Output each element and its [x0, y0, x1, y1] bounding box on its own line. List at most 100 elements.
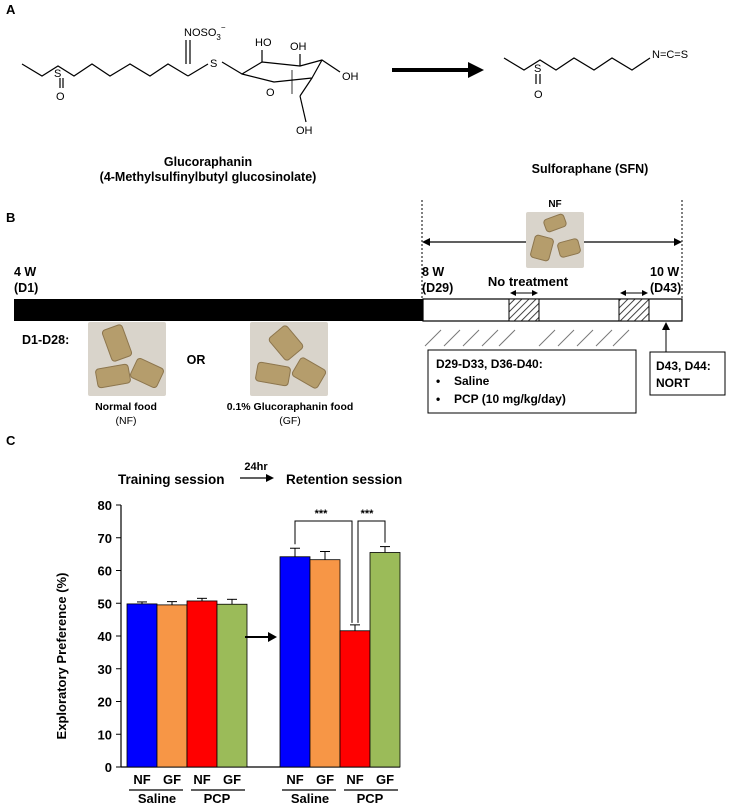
- bar-gf-saline: [156, 604, 188, 768]
- normal-food-abbr: (NF): [116, 415, 137, 427]
- schedule-item-saline: Saline: [454, 374, 490, 388]
- normal-food-photo: [88, 322, 166, 396]
- atom-s: S: [54, 68, 61, 80]
- timeline-diet-bar: [14, 299, 423, 321]
- bar-gf-pcp: [216, 603, 248, 768]
- x-tick-label: GF: [223, 772, 241, 787]
- interval-arrowhead: [266, 474, 274, 482]
- timeline-break-2: [618, 298, 650, 322]
- significance-2: ***: [361, 508, 375, 520]
- d1-d28-label: D1-D28:: [22, 333, 69, 347]
- bar-gf-saline: [309, 559, 341, 768]
- nf-label: NF: [548, 199, 561, 210]
- nf-arrow-right: [674, 238, 682, 246]
- x-tick-label: GF: [163, 772, 181, 787]
- y-tick-label: 20: [98, 695, 112, 710]
- bar-nf-saline: [126, 603, 158, 768]
- panel-b-label: B: [6, 210, 15, 225]
- bar-gf-pcp: [369, 552, 401, 768]
- y-tick-label: 40: [98, 629, 112, 644]
- or-label: OR: [187, 353, 206, 367]
- bar-nf-saline: [279, 556, 311, 768]
- significance-bracket-2: [357, 520, 386, 623]
- bar-nf-pcp: [339, 630, 371, 768]
- sulforaphane-atoms: S O N=C=S: [534, 49, 688, 101]
- product-name: Sulforaphane (SFN): [532, 162, 649, 176]
- y-tick-label: 70: [98, 531, 112, 546]
- break-arrow-2-right: [642, 290, 648, 296]
- gr-food-photo: [250, 322, 328, 396]
- nort-days: D43, D44:: [656, 359, 711, 373]
- y-tick-label: 60: [98, 564, 112, 579]
- atom-o-sfn: O: [534, 89, 543, 101]
- y-tick-label: 80: [98, 498, 112, 513]
- atom-noso3: NOSO3−: [184, 23, 226, 42]
- gr-food-abbr: (GF): [279, 415, 301, 427]
- break-arrow-1-right: [532, 290, 538, 296]
- start-week: 4 W: [14, 265, 36, 279]
- mid-week: 8 W: [422, 265, 444, 279]
- x-tick-label: NF: [193, 772, 210, 787]
- reactant-name: Glucoraphanin: [164, 155, 252, 169]
- break-arrow-1-left: [510, 290, 516, 296]
- y-tick-label: 10: [98, 727, 112, 742]
- y-tick-label: 30: [98, 662, 112, 677]
- atom-s-sfn: S: [534, 63, 541, 75]
- x-tick-label: GF: [376, 772, 394, 787]
- session-arrowhead: [268, 632, 277, 642]
- normal-food-label: Normal food: [95, 401, 157, 413]
- schedule-bullet-2: •: [436, 392, 440, 406]
- sulforaphane-structure: [503, 57, 651, 84]
- end-week: 10 W: [650, 265, 679, 279]
- atom-oh-3: OH: [296, 125, 313, 137]
- y-tick-label: 50: [98, 596, 112, 611]
- x-tick-label: NF: [133, 772, 150, 787]
- x-tick-label: NF: [286, 772, 303, 787]
- y-tick-label: 0: [105, 760, 112, 775]
- y-axis-label: Exploratory Preference (%): [54, 573, 69, 740]
- syringe-icons: [424, 329, 630, 347]
- atom-s-thio: S: [210, 58, 217, 70]
- atom-o-ring: O: [266, 87, 275, 99]
- atom-ho: HO: [255, 37, 272, 49]
- x-tick-label: GF: [316, 772, 334, 787]
- nort-arrowhead: [662, 322, 670, 330]
- interval-label: 24hr: [244, 461, 268, 473]
- treatment-label-pcp: PCP: [357, 791, 384, 806]
- reaction-arrowhead: [468, 62, 484, 78]
- treatment-label-saline: Saline: [138, 791, 176, 806]
- schedule-box: [427, 349, 637, 414]
- nort-box: [649, 351, 726, 396]
- reactant-subname: (4-Methylsulfinylbutyl glucosinolate): [100, 170, 317, 184]
- gr-food-label: 0.1% Glucoraphanin food: [227, 401, 354, 413]
- schedule-item-pcp: PCP (10 mg/kg/day): [454, 392, 566, 406]
- treatment-label-pcp: PCP: [204, 791, 231, 806]
- start-day: (D1): [14, 281, 38, 295]
- atom-ncs: N=C=S: [652, 49, 688, 61]
- atom-oh-2: OH: [342, 71, 359, 83]
- retention-label: Retention session: [286, 472, 402, 487]
- x-tick-label: NF: [346, 772, 363, 787]
- break-arrow-2-left: [620, 290, 626, 296]
- training-label: Training session: [118, 472, 225, 487]
- schedule-bullet-1: •: [436, 374, 440, 388]
- timeline-break-1: [508, 298, 540, 322]
- bar-nf-pcp: [186, 600, 218, 768]
- mid-day: (D29): [422, 281, 453, 295]
- glucoraphanin-atoms: S O NOSO3− S HO OH OH O OH: [54, 23, 359, 137]
- significance-bracket-1: [294, 520, 353, 623]
- atom-oh-1: OH: [290, 41, 307, 53]
- treatment-label-saline: Saline: [291, 791, 329, 806]
- nf-arrow-left: [422, 238, 430, 246]
- nort-label: NORT: [656, 376, 691, 390]
- timeline-treatment-bar: [422, 298, 683, 322]
- atom-o: O: [56, 91, 65, 103]
- schedule-title: D29-D33, D36-D40:: [436, 357, 543, 371]
- panel-a-label: A: [6, 2, 16, 17]
- no-treatment-label: No treatment: [488, 274, 569, 289]
- end-day: (D43): [650, 281, 681, 295]
- nf-photo: [526, 212, 584, 268]
- glucoraphanin-structure: [21, 40, 341, 123]
